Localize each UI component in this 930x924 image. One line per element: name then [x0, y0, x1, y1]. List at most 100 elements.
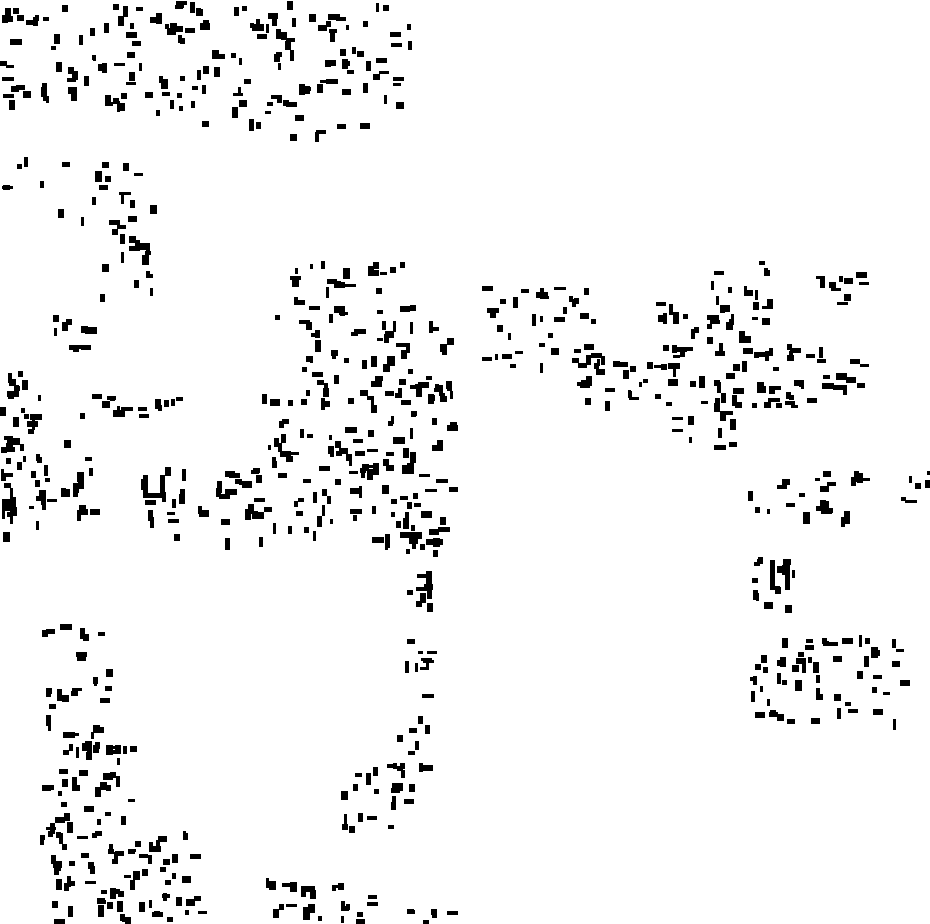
- building: [241, 5, 248, 12]
- building: [355, 919, 366, 924]
- building: [893, 718, 897, 731]
- building: [80, 216, 85, 226]
- building: [167, 511, 175, 515]
- building: [322, 504, 326, 517]
- building: [388, 420, 394, 427]
- building: [224, 538, 231, 550]
- building: [405, 511, 409, 523]
- building: [329, 518, 334, 525]
- building: [341, 824, 348, 830]
- building: [404, 451, 409, 458]
- building: [409, 727, 417, 733]
- building: [717, 381, 722, 393]
- building: [409, 452, 416, 463]
- building: [252, 512, 264, 519]
- building: [361, 360, 367, 369]
- building: [56, 689, 63, 701]
- building: [847, 709, 858, 713]
- building: [349, 470, 358, 475]
- building: [64, 489, 71, 498]
- building: [399, 763, 405, 769]
- building: [356, 912, 364, 917]
- building: [426, 651, 437, 655]
- building: [100, 782, 107, 790]
- building: [99, 727, 104, 734]
- building: [123, 163, 129, 172]
- building: [322, 400, 330, 408]
- building: [117, 225, 126, 229]
- building: [70, 691, 79, 696]
- building: [407, 369, 413, 374]
- building: [437, 439, 443, 451]
- building: [202, 84, 206, 95]
- building: [841, 638, 853, 645]
- building: [420, 592, 426, 604]
- building: [285, 41, 291, 50]
- building: [409, 428, 413, 439]
- building: [823, 500, 830, 513]
- building: [179, 37, 186, 45]
- building: [403, 798, 415, 804]
- building: [237, 87, 242, 95]
- building: [286, 1, 294, 11]
- building: [424, 584, 433, 590]
- building: [62, 5, 68, 12]
- building: [874, 649, 881, 656]
- building: [69, 345, 80, 350]
- building: [777, 659, 782, 667]
- building: [82, 743, 88, 752]
- building: [255, 122, 261, 129]
- building: [654, 394, 662, 400]
- building: [61, 695, 69, 702]
- building: [623, 369, 630, 380]
- building: [32, 16, 38, 27]
- building: [106, 668, 113, 678]
- building: [155, 13, 162, 24]
- building: [139, 854, 149, 859]
- building: [840, 517, 846, 528]
- building: [336, 124, 347, 129]
- building: [507, 333, 512, 341]
- building: [94, 741, 101, 749]
- building: [754, 289, 759, 300]
- building: [54, 327, 58, 336]
- building: [408, 784, 415, 792]
- building: [199, 510, 209, 518]
- building: [0, 60, 7, 67]
- building: [425, 570, 432, 580]
- building: [399, 495, 409, 501]
- building: [763, 269, 770, 277]
- building: [905, 499, 917, 503]
- building: [375, 287, 383, 294]
- building: [380, 271, 388, 276]
- building: [815, 687, 820, 700]
- building: [688, 437, 693, 444]
- building: [176, 93, 183, 99]
- building: [298, 83, 306, 95]
- building: [393, 83, 402, 87]
- building: [573, 297, 579, 305]
- building: [80, 413, 85, 419]
- building: [150, 16, 159, 23]
- building: [97, 63, 105, 72]
- building: [334, 441, 342, 448]
- building: [817, 359, 827, 363]
- building: [594, 362, 600, 369]
- building: [354, 328, 366, 334]
- building: [596, 368, 606, 376]
- building: [59, 769, 68, 774]
- building: [152, 911, 164, 917]
- building: [600, 356, 605, 366]
- building: [713, 379, 720, 386]
- building: [370, 399, 374, 409]
- building: [282, 418, 289, 424]
- building: [400, 262, 406, 269]
- building: [756, 559, 763, 565]
- building: [427, 590, 433, 600]
- building: [45, 715, 52, 726]
- building: [343, 814, 347, 826]
- building: [2, 77, 14, 81]
- building: [117, 15, 124, 26]
- building: [306, 355, 314, 362]
- building: [591, 352, 603, 358]
